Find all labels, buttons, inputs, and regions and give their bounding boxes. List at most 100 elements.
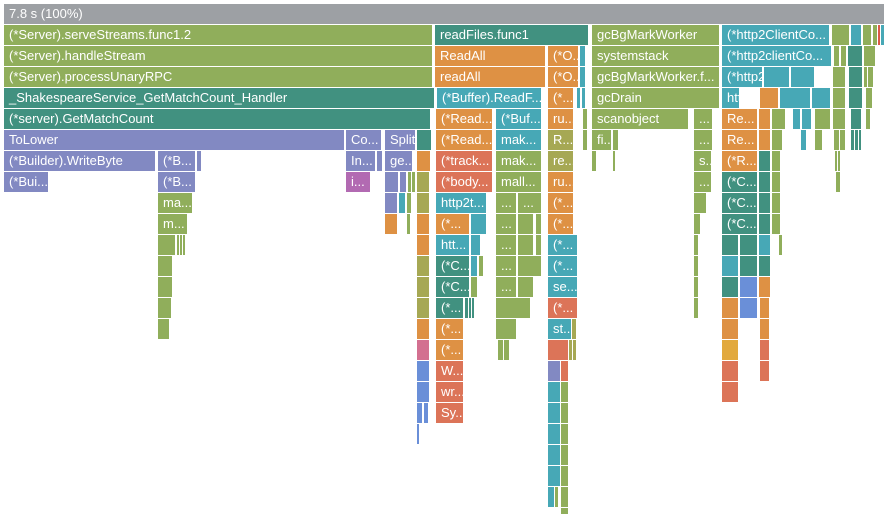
flame-cell-sliver[interactable] [815,130,822,150]
flame-cell-sliver[interactable] [694,277,698,297]
flame-cell-sliver[interactable] [855,130,858,150]
flame-cell[interactable]: (*Server).handleStream [4,46,432,66]
flame-cell-sliver[interactable] [158,319,169,339]
flame-cell-sliver[interactable] [722,361,738,381]
flame-cell[interactable]: (*Read... [436,130,492,150]
flame-cell[interactable]: (*O... [548,46,578,66]
flame-cell-sliver[interactable] [417,403,422,423]
flame-cell-sliver[interactable] [471,256,477,276]
flame-cell[interactable]: htt... [436,235,469,255]
flame-cell[interactable]: _ShakespeareService_GetMatchCount_Handle… [4,88,434,108]
flame-cell-sliver[interactable] [849,88,862,108]
flame-cell[interactable]: In... [346,151,375,171]
flame-cell-sliver[interactable] [849,67,862,87]
flame-cell-sliver[interactable] [158,235,175,255]
flame-cell-sliver[interactable] [561,424,568,444]
flame-cell[interactable]: ... [518,193,541,213]
flame-cell-sliver[interactable] [548,445,560,465]
flame-cell-sliver[interactable] [772,214,780,234]
flame-cell[interactable]: s... [694,151,711,171]
flame-cell-sliver[interactable] [772,130,782,150]
flame-cell[interactable]: (*... [436,298,463,318]
flame-cell-sliver[interactable] [417,256,429,276]
flame-cell-sliver[interactable] [548,340,568,360]
flame-cell-sliver[interactable] [835,151,837,171]
flame-cell-sliver[interactable] [851,109,861,129]
flame-cell-sliver[interactable] [815,109,830,129]
flame-cell-sliver[interactable] [833,67,845,87]
flame-cell-sliver[interactable] [417,361,429,381]
flame-cell-sliver[interactable] [471,277,477,297]
flame-cell[interactable]: Re... [722,109,757,129]
flame-cell-sliver[interactable] [878,25,880,45]
flame-cell-sliver[interactable] [469,298,471,318]
flame-cell-sliver[interactable] [832,25,849,45]
flame-cell-sliver[interactable] [548,424,560,444]
flame-cell-sliver[interactable] [573,340,576,360]
flame-cell-sliver[interactable] [780,88,810,108]
flame-cell[interactable]: (*... [548,235,577,255]
flame-cell-sliver[interactable] [417,424,419,444]
flame-cell-sliver[interactable] [408,172,411,192]
flame-cell[interactable]: ... [496,256,516,276]
flame-cell[interactable]: (*http2ClientCo... [722,25,829,45]
flame-cell-sliver[interactable] [498,340,503,360]
flame-cell[interactable]: ToLower [4,130,344,150]
flame-cell-sliver[interactable] [722,319,738,339]
flame-cell-sliver[interactable] [548,466,560,486]
flame-cell-sliver[interactable] [759,172,770,192]
flame-cell[interactable]: http2t... [436,193,486,213]
flame-cell[interactable]: ... [496,214,516,234]
flame-cell-sliver[interactable] [833,109,845,129]
flame-cell-sliver[interactable] [496,319,516,339]
flame-cell[interactable]: Sy... [436,403,463,423]
flame-cell-sliver[interactable] [548,403,560,423]
flame-cell[interactable]: W... [436,361,463,381]
flame-cell-sliver[interactable] [385,193,397,213]
flame-cell[interactable]: (*... [548,256,577,276]
flame-cell-sliver[interactable] [417,130,431,150]
flame-cell-sliver[interactable] [801,130,806,150]
flame-cell[interactable]: i... [346,172,370,192]
flame-cell[interactable]: Re... [722,130,757,150]
flame-cell-sliver[interactable] [740,298,757,318]
flame-cell-sliver[interactable] [471,214,486,234]
flame-cell-sliver[interactable] [561,487,568,507]
flame-cell-sliver[interactable] [399,193,405,213]
flame-cell[interactable]: (*C... [722,172,757,192]
flame-cell-sliver[interactable] [759,193,770,213]
flame-cell[interactable]: readAll [435,67,545,87]
flame-cell[interactable]: (*B... [158,172,195,192]
flame-cell-sliver[interactable] [759,109,770,129]
flame-cell-sliver[interactable] [548,382,560,402]
flame-cell[interactable]: (*... [436,319,463,339]
flame-cell-sliver[interactable] [536,235,541,255]
flame-cell-sliver[interactable] [580,46,585,66]
flame-cell-sliver[interactable] [592,151,596,171]
flame-cell[interactable]: mak... [496,151,541,171]
flame-cell-sliver[interactable] [779,235,782,255]
flame-root-cell[interactable]: 7.8 s (100%) [4,4,884,24]
flame-cell[interactable]: ru... [548,109,573,129]
flame-cell-sliver[interactable] [863,25,871,45]
flame-cell[interactable]: (*Buf... [496,109,541,129]
flame-cell[interactable]: (*C... [436,277,469,297]
flame-cell[interactable]: (*http2Fr... [722,67,762,87]
flame-cell[interactable]: readFiles.func1 [435,25,588,45]
flame-cell[interactable]: re... [548,151,573,171]
flame-cell-sliver[interactable] [838,151,840,171]
flame-cell-sliver[interactable] [868,67,873,87]
flame-cell-sliver[interactable] [740,235,757,255]
flame-cell-sliver[interactable] [417,214,429,234]
flame-cell[interactable]: Split [385,130,415,150]
flame-cell[interactable]: (*Server).processUnaryRPC [4,67,432,87]
flame-cell-sliver[interactable] [793,109,800,129]
flame-cell-sliver[interactable] [377,151,382,171]
flame-cell-sliver[interactable] [722,298,738,318]
flame-cell[interactable]: (*... [548,214,573,234]
flame-cell-sliver[interactable] [555,487,558,507]
flame-cell[interactable]: (*Bui... [4,172,48,192]
flame-cell-sliver[interactable] [417,151,430,171]
flame-cell-sliver[interactable] [417,382,429,402]
flame-cell-sliver[interactable] [864,46,875,66]
